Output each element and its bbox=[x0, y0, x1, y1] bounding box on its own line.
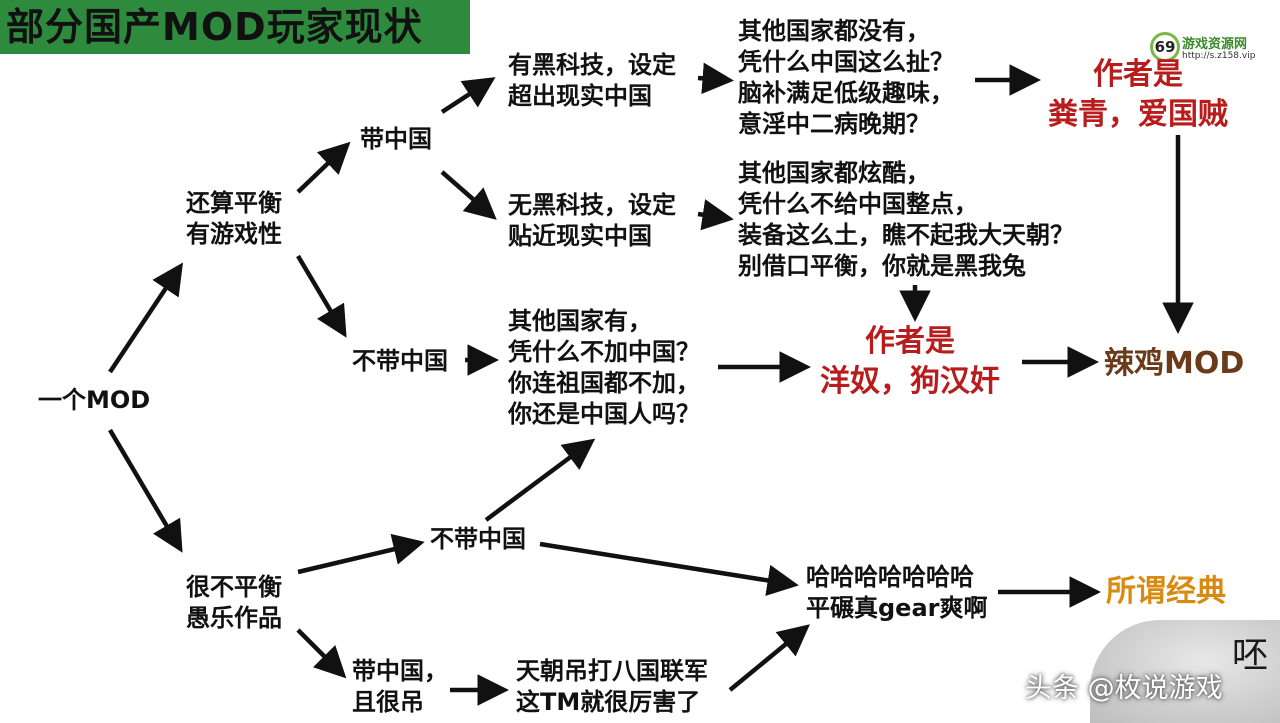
meme-sticker: 呸 bbox=[1090, 620, 1280, 723]
logo-mark: 69 bbox=[1150, 32, 1180, 62]
node-balanced-line-2: 有游戏性 bbox=[186, 220, 282, 248]
node-op-desc-line-2: 这TM就很厉害了 bbox=[516, 688, 701, 716]
arrow-root-balanced bbox=[108, 262, 183, 374]
node-op-desc-line-1: 天朝吊打八国联军 bbox=[516, 657, 708, 685]
arrow-withchina-tech bbox=[440, 77, 496, 114]
node-laugh-line-2: 平碾真gear爽啊 bbox=[806, 594, 988, 622]
node-complaint-tech-line-4: 意淫中二病晚期？ bbox=[738, 110, 930, 138]
page-title: 部分国产MOD玩家现状 bbox=[6, 5, 423, 49]
arrow-unbalanced-withchinaop bbox=[296, 628, 347, 679]
node-complaint-nochina-line-4: 你还是中国人吗？ bbox=[508, 400, 700, 428]
node-complaint-notech: 其他国家都炫酷， 凭什么不给中国整点， 装备这么土，瞧不起我大天朝？ 别借口平衡… bbox=[738, 158, 1074, 282]
node-without-china-top: 不带中国 bbox=[352, 347, 448, 375]
arrow-withchina-notech bbox=[440, 170, 497, 220]
node-author-traitor-line-1: 作者是 bbox=[1093, 57, 1183, 92]
node-with-china: 带中国 bbox=[360, 125, 432, 153]
arrow-tech-complaint bbox=[697, 62, 734, 95]
node-unbalanced-line-1: 很不平衡 bbox=[186, 573, 282, 601]
node-balanced-line-1: 还算平衡 bbox=[186, 189, 282, 217]
node-complaint-notech-line-4: 别借口平衡，你就是黑我兔 bbox=[738, 252, 1026, 280]
logo-url: http://s.z158.vip bbox=[1182, 51, 1256, 61]
node-unbalanced-line-2: 愚乐作品 bbox=[186, 604, 282, 632]
arrow-withoutchina-nochina bbox=[484, 438, 596, 522]
node-root: 一个MOD bbox=[38, 386, 151, 414]
watermark: 头条 @枚说游戏 bbox=[1025, 673, 1223, 704]
arrow-root-unbalanced bbox=[108, 428, 183, 553]
node-complaint-tech-line-1: 其他国家都没有， bbox=[738, 17, 930, 45]
node-author-traitor: 作者是 粪青，爱国贼 bbox=[1048, 55, 1228, 135]
node-complaint-nochina-line-1: 其他国家有， bbox=[508, 307, 652, 335]
arrow-balanced-withchina bbox=[296, 141, 351, 194]
node-complaint-nochina-line-3: 你连祖国都不加， bbox=[508, 369, 700, 397]
sticker-char: 呸 bbox=[1231, 635, 1268, 676]
node-complaint-tech-line-2: 凭什么中国这么扯？ bbox=[738, 48, 954, 76]
node-author-lackey: 作者是 洋奴，狗汉奸 bbox=[820, 322, 1000, 402]
node-no-tech-line-2: 贴近现实中国 bbox=[508, 222, 652, 250]
logo-name: 游戏资源网 bbox=[1182, 37, 1248, 52]
node-author-lackey-line-1: 作者是 bbox=[865, 324, 955, 359]
node-complaint-notech-line-2: 凭什么不给中国整点， bbox=[738, 190, 978, 218]
node-author-lackey-line-2: 洋奴，狗汉奸 bbox=[820, 364, 1000, 399]
node-with-tech-line-1: 有黑科技，设定 bbox=[508, 51, 676, 79]
node-with-china-op: 带中国， 且很吊 bbox=[352, 656, 448, 718]
node-author-traitor-line-2: 粪青，爱国贼 bbox=[1048, 97, 1228, 132]
node-complaint-nochina: 其他国家有， 凭什么不加中国？ 你连祖国都不加， 你还是中国人吗？ bbox=[508, 306, 700, 430]
node-op-desc: 天朝吊打八国联军 这TM就很厉害了 bbox=[516, 656, 708, 718]
node-complaint-notech-line-3: 装备这么土，瞧不起我大天朝？ bbox=[738, 221, 1074, 249]
node-no-tech: 无黑科技，设定 贴近现实中国 bbox=[508, 190, 676, 252]
node-with-tech-line-2: 超出现实中国 bbox=[508, 82, 652, 110]
node-complaint-notech-line-1: 其他国家都炫酷， bbox=[738, 159, 930, 187]
arrow-notech-complaint bbox=[697, 199, 734, 231]
node-laugh-line-1: 哈哈哈哈哈哈哈 bbox=[806, 563, 974, 591]
node-complaint-nochina-line-2: 凭什么不加中国？ bbox=[508, 338, 700, 366]
site-logo: 69 游戏资源网 http://s.z158.vip bbox=[1150, 30, 1275, 70]
node-unbalanced: 很不平衡 愚乐作品 bbox=[186, 572, 282, 634]
arrow-balanced-withoutchina bbox=[296, 254, 347, 338]
node-no-tech-line-1: 无黑科技，设定 bbox=[508, 191, 676, 219]
node-classic: 所谓经典 bbox=[1106, 574, 1226, 609]
arrow-unbalanced-withoutchina bbox=[297, 533, 425, 575]
arrow-withoutchina-laugh bbox=[539, 541, 799, 596]
node-with-china-op-line-2: 且很吊 bbox=[352, 688, 424, 716]
node-complaint-tech-line-3: 脑补满足低级趣味， bbox=[738, 79, 954, 107]
title-banner: 部分国产MOD玩家现状 bbox=[0, 0, 470, 54]
node-trash-mod: 辣鸡MOD bbox=[1104, 346, 1245, 381]
node-with-china-op-line-1: 带中国， bbox=[352, 657, 448, 685]
node-with-tech: 有黑科技，设定 超出现实中国 bbox=[508, 50, 676, 112]
arrow-desc-laugh bbox=[728, 624, 810, 692]
node-without-china-bottom: 不带中国 bbox=[430, 525, 526, 553]
node-balanced: 还算平衡 有游戏性 bbox=[186, 188, 282, 250]
node-complaint-tech: 其他国家都没有， 凭什么中国这么扯？ 脑补满足低级趣味， 意淫中二病晚期？ bbox=[738, 16, 954, 140]
node-laugh: 哈哈哈哈哈哈哈 平碾真gear爽啊 bbox=[806, 562, 988, 624]
